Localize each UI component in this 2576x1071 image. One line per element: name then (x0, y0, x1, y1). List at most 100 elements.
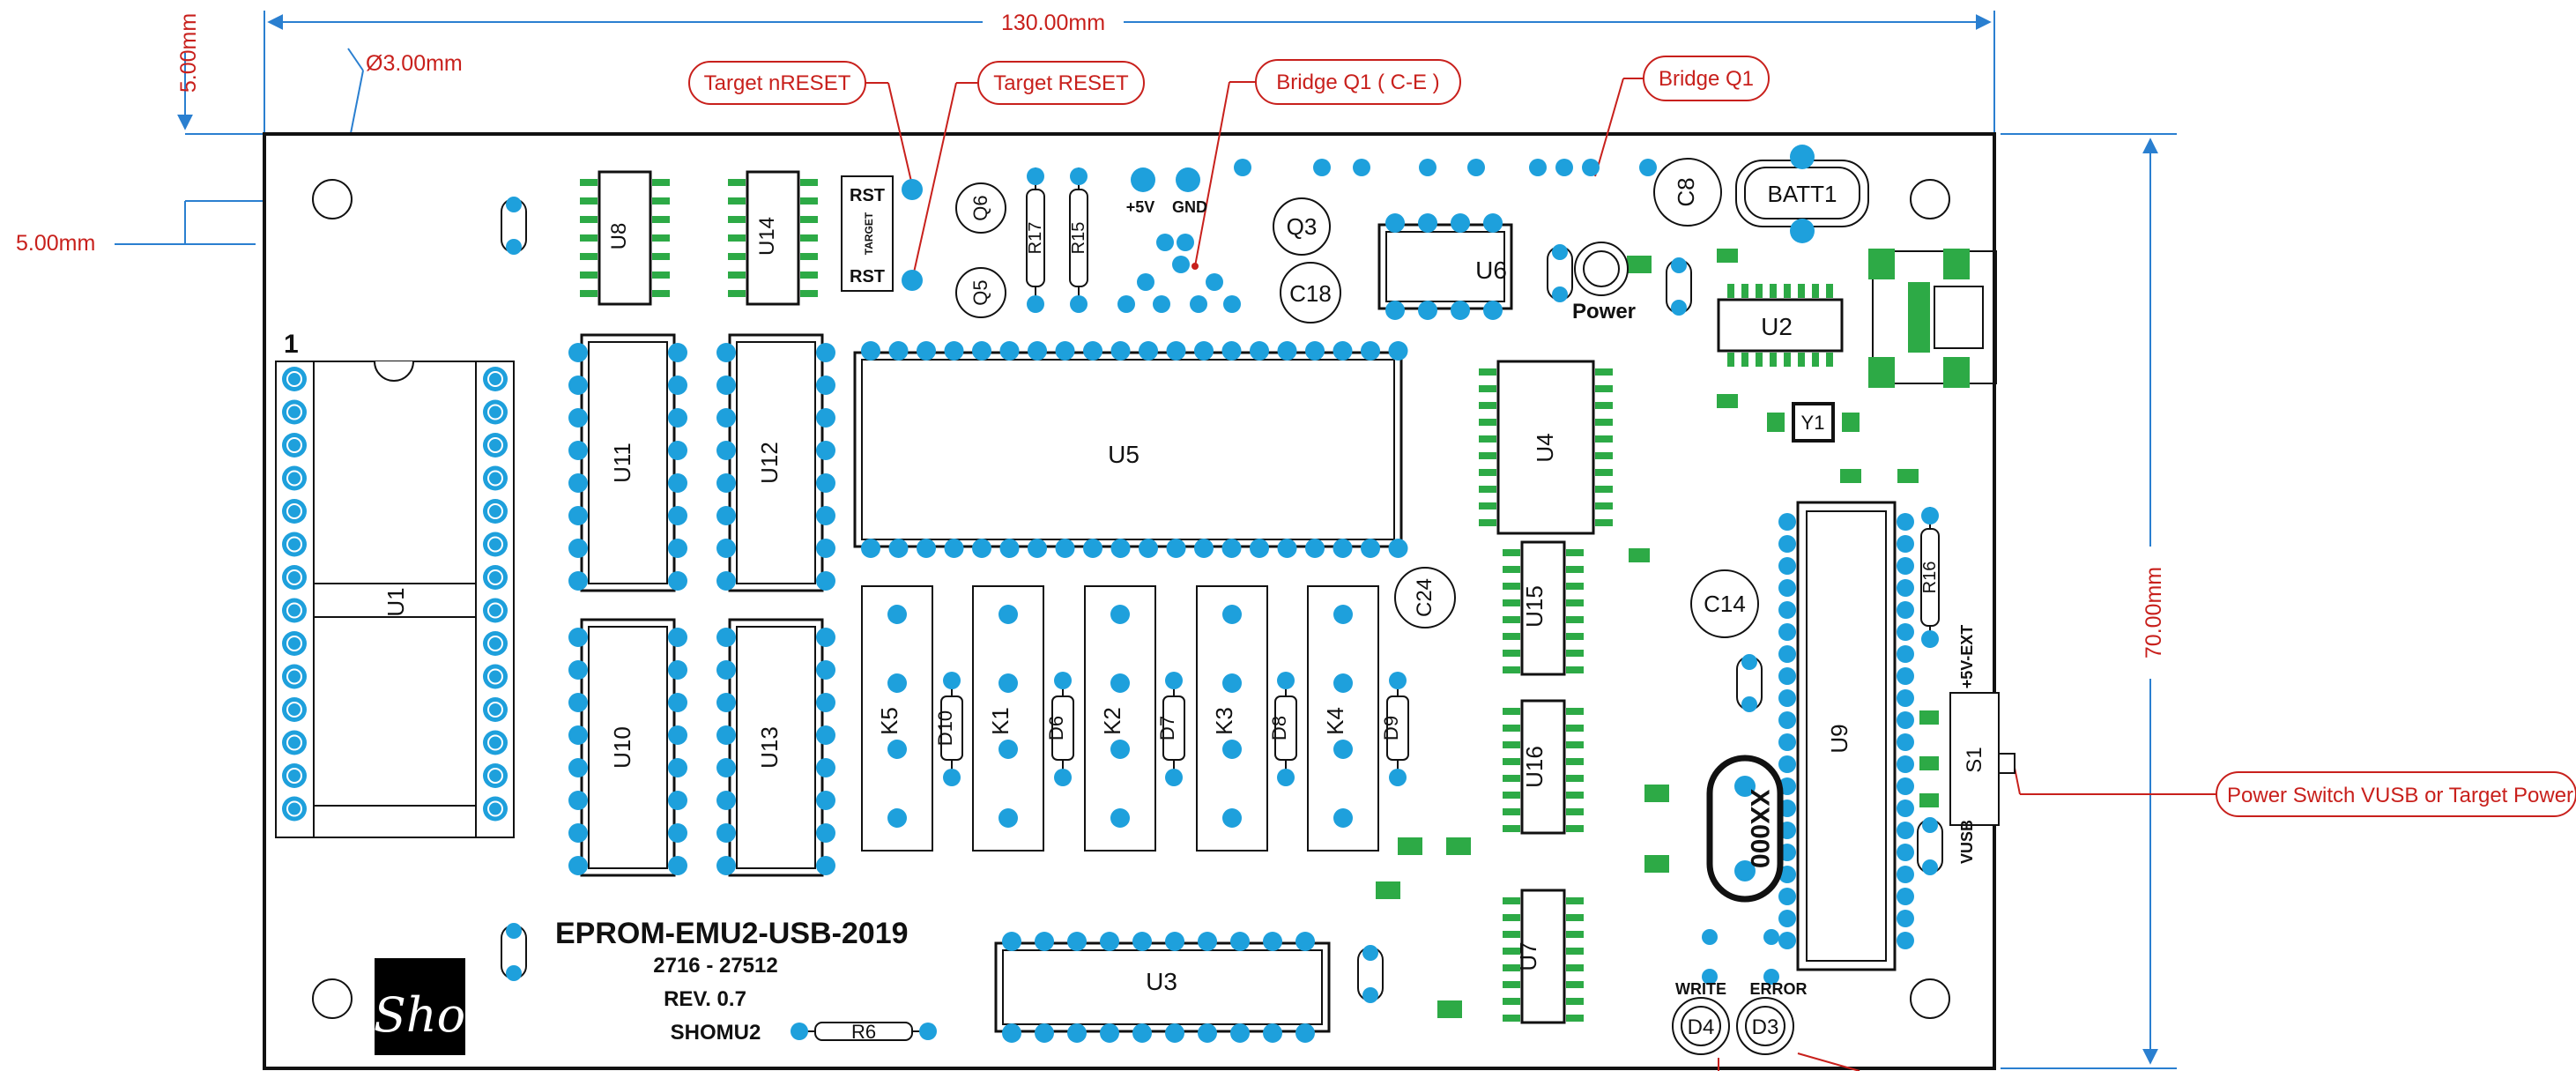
k1-label: K1 (987, 707, 1013, 735)
r17-resistor: R17 (1026, 167, 1045, 313)
d9-label: D9 (1380, 716, 1402, 740)
u2-body (1717, 298, 1844, 353)
u3-pad (1198, 932, 1217, 951)
u3-pad (1035, 1023, 1054, 1043)
u10-pad (568, 823, 588, 843)
diode-pad (1054, 769, 1072, 786)
k2-label: K2 (1099, 707, 1125, 735)
u9-pad (1778, 711, 1796, 729)
u6-pad (1451, 213, 1470, 233)
u1-pin (282, 399, 307, 425)
d10-label: D10 (934, 710, 956, 746)
u7-pad (1503, 981, 1520, 988)
u16-pad (1566, 725, 1584, 732)
u16-pad (1566, 758, 1584, 765)
u8-pad (652, 179, 670, 186)
u16-pad (1503, 825, 1520, 832)
u3-pad (1263, 1023, 1282, 1043)
u5-pad (888, 539, 909, 558)
u16-pad (1503, 808, 1520, 815)
u4-pad (1595, 452, 1613, 459)
u1-pin (282, 532, 307, 557)
u9-outline (1806, 510, 1887, 962)
smd-passive (1376, 881, 1400, 899)
u5-pad (1166, 539, 1186, 558)
u1-pin (282, 664, 307, 689)
u1-pin-ring (487, 768, 503, 784)
u11-pad (668, 408, 687, 428)
u15-pad (1503, 599, 1520, 606)
xtal-oscillator: XX000 (1706, 755, 1784, 903)
u2-pad (1741, 353, 1748, 367)
cap-pad (1313, 159, 1331, 176)
u9-pad (1897, 667, 1914, 685)
u4-pad (1595, 519, 1613, 526)
u15-pad (1503, 633, 1520, 640)
u5-pad (1139, 539, 1158, 558)
u5-pad (861, 341, 880, 361)
u3-pad (1295, 932, 1315, 951)
u4-pad (1595, 402, 1613, 409)
u9-pad (1778, 601, 1796, 619)
cap-pad (506, 965, 522, 981)
u10-pad (568, 628, 588, 647)
u14-pad (800, 197, 818, 205)
u10-pad (668, 660, 687, 680)
cap-pad (1582, 159, 1600, 176)
u1-pin-ring (487, 404, 503, 420)
svg-text:D3: D3 (1752, 1015, 1779, 1039)
relay-k3-pad (1110, 673, 1130, 693)
u5-pad (999, 341, 1020, 361)
u5-pad (917, 539, 936, 558)
u5-pad (1361, 341, 1380, 361)
u4-pad (1479, 469, 1496, 476)
u13-pad (716, 725, 736, 745)
u10-pad (568, 693, 588, 712)
d3-led: D3 (1736, 997, 1794, 1055)
battery-batt1: BATT1 (1735, 145, 1869, 243)
u11-label: U11 (609, 443, 635, 483)
u4-pad (1479, 368, 1496, 376)
u13-pad (816, 823, 835, 843)
cap-pad (1639, 159, 1657, 176)
u5-pad (944, 539, 964, 558)
u12-pad (816, 343, 835, 362)
u5-pad (1110, 341, 1131, 361)
u1-pin (282, 730, 307, 755)
u8-pad (580, 271, 598, 279)
u1-pin (282, 631, 307, 656)
u16-pad (1503, 725, 1520, 732)
diode-pad (943, 769, 961, 786)
u9-pad (1778, 513, 1796, 531)
u9-pad (1778, 733, 1796, 751)
u6-pad (1451, 301, 1470, 320)
u9-label: U9 (1826, 724, 1852, 753)
u8-pad (580, 216, 598, 223)
u8-pad (652, 216, 670, 223)
u3-pad (1263, 932, 1282, 951)
cap-pad (1362, 987, 1378, 1003)
usb-connector (1868, 249, 1997, 388)
relay-k4-pad (1222, 808, 1242, 828)
u1-pin-ring (487, 371, 503, 387)
u8-pad (580, 197, 598, 205)
u4-pad (1595, 435, 1613, 443)
u10-pad (668, 758, 687, 777)
relay-k4-pad (1222, 605, 1242, 624)
u1-pin-ring (286, 800, 302, 817)
u9-pad (1897, 932, 1914, 949)
u14-pad (800, 179, 818, 186)
u6-pad (1483, 301, 1503, 320)
y1-crystal: Y1 (1767, 402, 1860, 443)
u1-pin-ring (286, 768, 302, 784)
diode-pad (943, 672, 961, 689)
u1-pin (282, 796, 307, 822)
svg-text:C8: C8 (1673, 177, 1699, 206)
u13-pad (816, 660, 835, 680)
s1-switch[interactable]: S1 (1919, 692, 2016, 826)
board-range: 2716 - 27512 (653, 954, 777, 978)
u2-pad (1826, 284, 1833, 298)
cap-pad (1234, 159, 1251, 176)
u5-pad (1388, 539, 1408, 558)
u15-pad (1566, 616, 1584, 623)
